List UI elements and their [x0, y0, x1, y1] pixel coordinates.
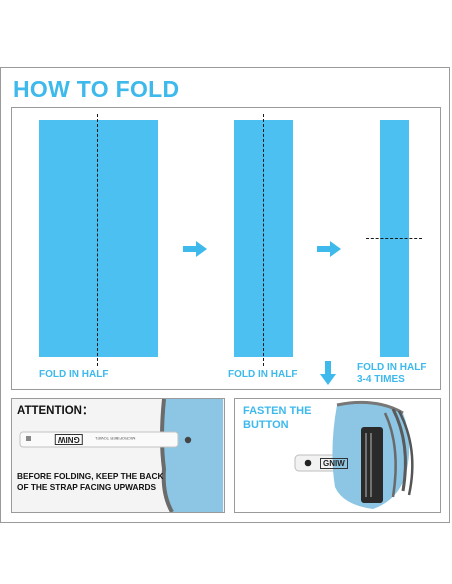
attention-instruction: BEFORE FOLDING, KEEP THE BACK OF THE STR…	[17, 471, 164, 492]
strap-brand-label: GNIW	[55, 434, 83, 445]
instruction-frame	[0, 67, 450, 523]
fold-line-horizontal	[366, 238, 422, 239]
step-2-label: FOLD IN HALF	[228, 369, 298, 380]
strap-text: MICROFIBER TOWEL	[95, 436, 136, 441]
step-1-label: FOLD IN HALF	[39, 369, 109, 380]
fold-line-vertical-1	[97, 114, 98, 366]
towel-full-width	[39, 120, 158, 357]
arrow-right-icon	[183, 241, 207, 257]
strap-illustration	[19, 399, 223, 512]
arrow-down-icon	[320, 361, 336, 385]
fasten-strap-brand: GNIW	[320, 458, 348, 469]
page-title: HOW TO FOLD	[13, 76, 180, 102]
fasten-title: FASTEN THE BUTTON	[243, 405, 312, 431]
rolled-towel-illustration	[294, 400, 414, 509]
step-3-label-line-2: 3-4 TIMES	[357, 374, 405, 385]
fold-line-vertical-2	[263, 114, 264, 366]
step-3-label: FOLD IN HALF 3-4 TIMES	[357, 362, 426, 386]
arrow-right-icon	[317, 241, 341, 257]
attention-title: ATTENTION：	[17, 405, 94, 417]
step-3-label-line-1: FOLD IN HALF	[357, 362, 427, 373]
